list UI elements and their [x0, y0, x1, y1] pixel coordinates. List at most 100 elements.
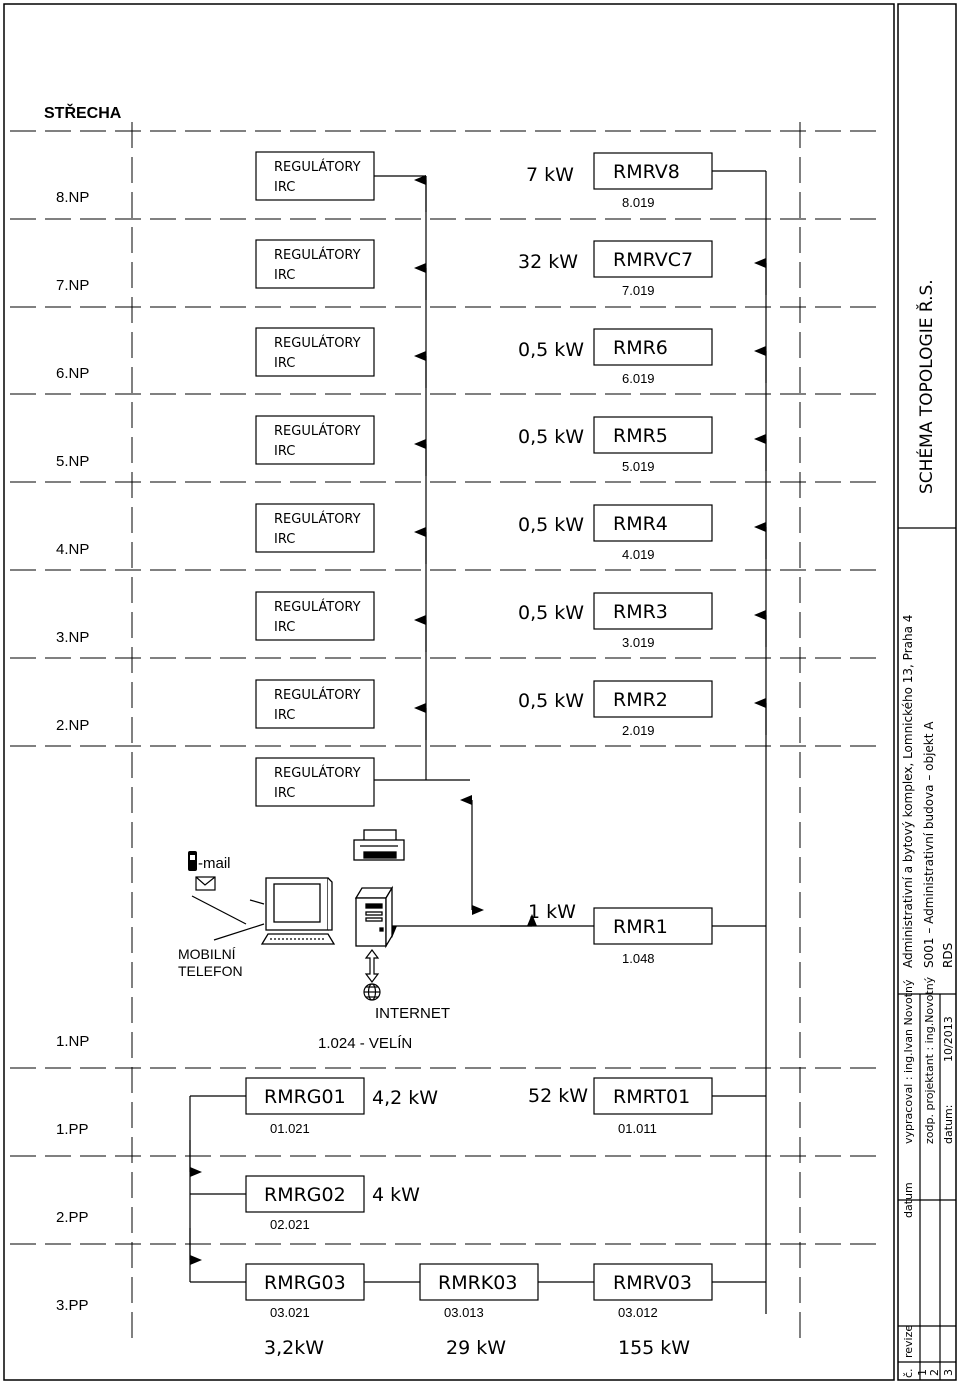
floor-label: 2.NP	[56, 717, 89, 734]
regulator-label: IRC	[274, 180, 295, 195]
device-room: 03.013	[444, 1305, 484, 1320]
power-label: 29 kW	[446, 1337, 506, 1359]
regulator-label: IRC	[274, 444, 295, 459]
revision-number: 2	[928, 1369, 941, 1376]
basement-names: RMRG01 RMRT01 RMRG02 RMRG03 RMRK03 RMRV0…	[264, 1086, 692, 1294]
device-name: RMR2	[613, 689, 668, 711]
column-dividers	[131, 122, 801, 1342]
power-label: 4 kW	[372, 1184, 420, 1206]
regulator-bus	[374, 175, 470, 781]
revision-column-label: revize	[902, 1325, 915, 1358]
regulator-label: REGULÁTORY	[274, 159, 361, 175]
floor-label: 7.NP	[56, 277, 89, 294]
project-name: Administrativní a bytový komplex, Lomnic…	[901, 615, 915, 968]
control-room-label: 1.024 - VELÍN	[318, 1035, 412, 1052]
device-room: 8.019	[622, 195, 655, 210]
power-label: 32 kW	[518, 251, 578, 273]
regulator-label: IRC	[274, 532, 295, 547]
regulator-boxes	[255, 151, 375, 807]
device-names: RMRV8 RMRVC7 RMR6 RMR5 RMR4 RMR3 RMR2 RM…	[613, 161, 693, 938]
device-room: 2.019	[622, 723, 655, 738]
device-name: RMR5	[613, 425, 668, 447]
power-label: 0,5 kW	[518, 426, 584, 448]
device-rooms: 8.019 7.019 6.019 5.019 4.019 3.019 2.01…	[622, 195, 655, 966]
device-name: RMRV03	[613, 1272, 692, 1294]
mobile-phone-icon	[188, 851, 197, 871]
regulator-label: IRC	[274, 620, 295, 635]
computer-icon	[260, 877, 336, 945]
device-room: 3.019	[622, 635, 655, 650]
floor-label: 5.NP	[56, 453, 89, 470]
device-room: 6.019	[622, 371, 655, 386]
regulator-label: REGULÁTORY	[274, 599, 361, 615]
device-room: 01.021	[270, 1121, 310, 1136]
device-name: RMR4	[613, 513, 668, 535]
floor-label: 3.NP	[56, 629, 89, 646]
power-label: 52 kW	[528, 1085, 588, 1107]
floor-label: 4.NP	[56, 541, 89, 558]
device-room: 5.019	[622, 459, 655, 474]
number-column-label: č.	[902, 1368, 915, 1378]
floor-label: 8.NP	[56, 189, 89, 206]
regulator-label: REGULÁTORY	[274, 247, 361, 263]
device-name: RMRV8	[613, 161, 680, 183]
internet-link	[364, 949, 380, 983]
device-name: RMR3	[613, 601, 668, 623]
device-room: 03.012	[618, 1305, 658, 1320]
device-name: RMRVC7	[613, 249, 693, 271]
device-room: 7.019	[622, 283, 655, 298]
title-block-frame	[897, 3, 957, 1381]
regulator-label: REGULÁTORY	[274, 335, 361, 351]
floor-labels: 8.NP 7.NP 6.NP 5.NP 4.NP 3.NP 2.NP 1.NP …	[56, 189, 89, 1314]
title-block-lines	[898, 527, 956, 1380]
project-stage: RDS	[941, 943, 955, 968]
server-icon	[354, 885, 394, 949]
device-bus	[712, 170, 767, 1314]
device-name: RMR6	[613, 337, 668, 359]
device-room: 02.021	[270, 1217, 310, 1232]
floor-dividers	[10, 130, 880, 1245]
power-label: 0,5 kW	[518, 514, 584, 536]
regulator-label: REGULÁTORY	[274, 511, 361, 527]
floor-label: 6.NP	[56, 365, 89, 382]
floor-label: 1.NP	[56, 1033, 89, 1050]
regulator-label: IRC	[274, 708, 295, 723]
device-room: 01.011	[618, 1121, 657, 1136]
basement-power: 4,2 kW 52 kW 4 kW 3,2kW 29 kW 155 kW	[264, 1085, 690, 1359]
device-room: 1.048	[622, 951, 655, 966]
prepared-by: vypracoval : ing.Ivan Novotný	[902, 979, 915, 1144]
revision-number: 3	[942, 1369, 955, 1376]
device-name: RMR1	[613, 916, 668, 938]
sheet-title: SCHÉMA TOPOLOGIE Ř.S.	[915, 279, 937, 494]
device-name: RMRG01	[264, 1086, 346, 1108]
mobile-label: MOBILNÍ	[178, 946, 236, 962]
power-label: 7 kW	[526, 164, 574, 186]
power-label: 0,5 kW	[518, 602, 584, 624]
power-label: 3,2kW	[264, 1337, 324, 1359]
power-label: 4,2 kW	[372, 1087, 438, 1109]
roof-label: STŘECHA	[44, 103, 122, 122]
floor-label: 2.PP	[56, 1209, 89, 1226]
internet-label: INTERNET	[375, 1005, 450, 1022]
globe-icon	[363, 983, 381, 1001]
regulator-labels: REGULÁTORY IRC REGULÁTORY IRC REGULÁTORY…	[274, 159, 361, 801]
project-part: S001 – Administrativní budova – objekt A	[922, 721, 936, 968]
date-label: datum:	[942, 1105, 955, 1144]
drawing-frame	[3, 3, 895, 1381]
regulator-label: REGULÁTORY	[274, 687, 361, 703]
device-name: RMRG03	[264, 1272, 346, 1294]
envelope-icon	[195, 876, 216, 891]
regulator-label: REGULÁTORY	[274, 423, 361, 439]
power-label: 0,5 kW	[518, 690, 584, 712]
floor-label: 3.PP	[56, 1297, 89, 1314]
power-label: 0,5 kW	[518, 339, 584, 361]
date-value: 10/2013	[942, 1016, 955, 1062]
revision-number: 1	[916, 1369, 929, 1376]
mobile-label: TELEFON	[178, 963, 243, 979]
regulator-label: IRC	[274, 268, 295, 283]
wireless-links	[191, 895, 265, 941]
power-label: 155 kW	[618, 1337, 690, 1359]
floor-label: 1.PP	[56, 1121, 89, 1138]
device-name: RMRK03	[438, 1272, 517, 1294]
